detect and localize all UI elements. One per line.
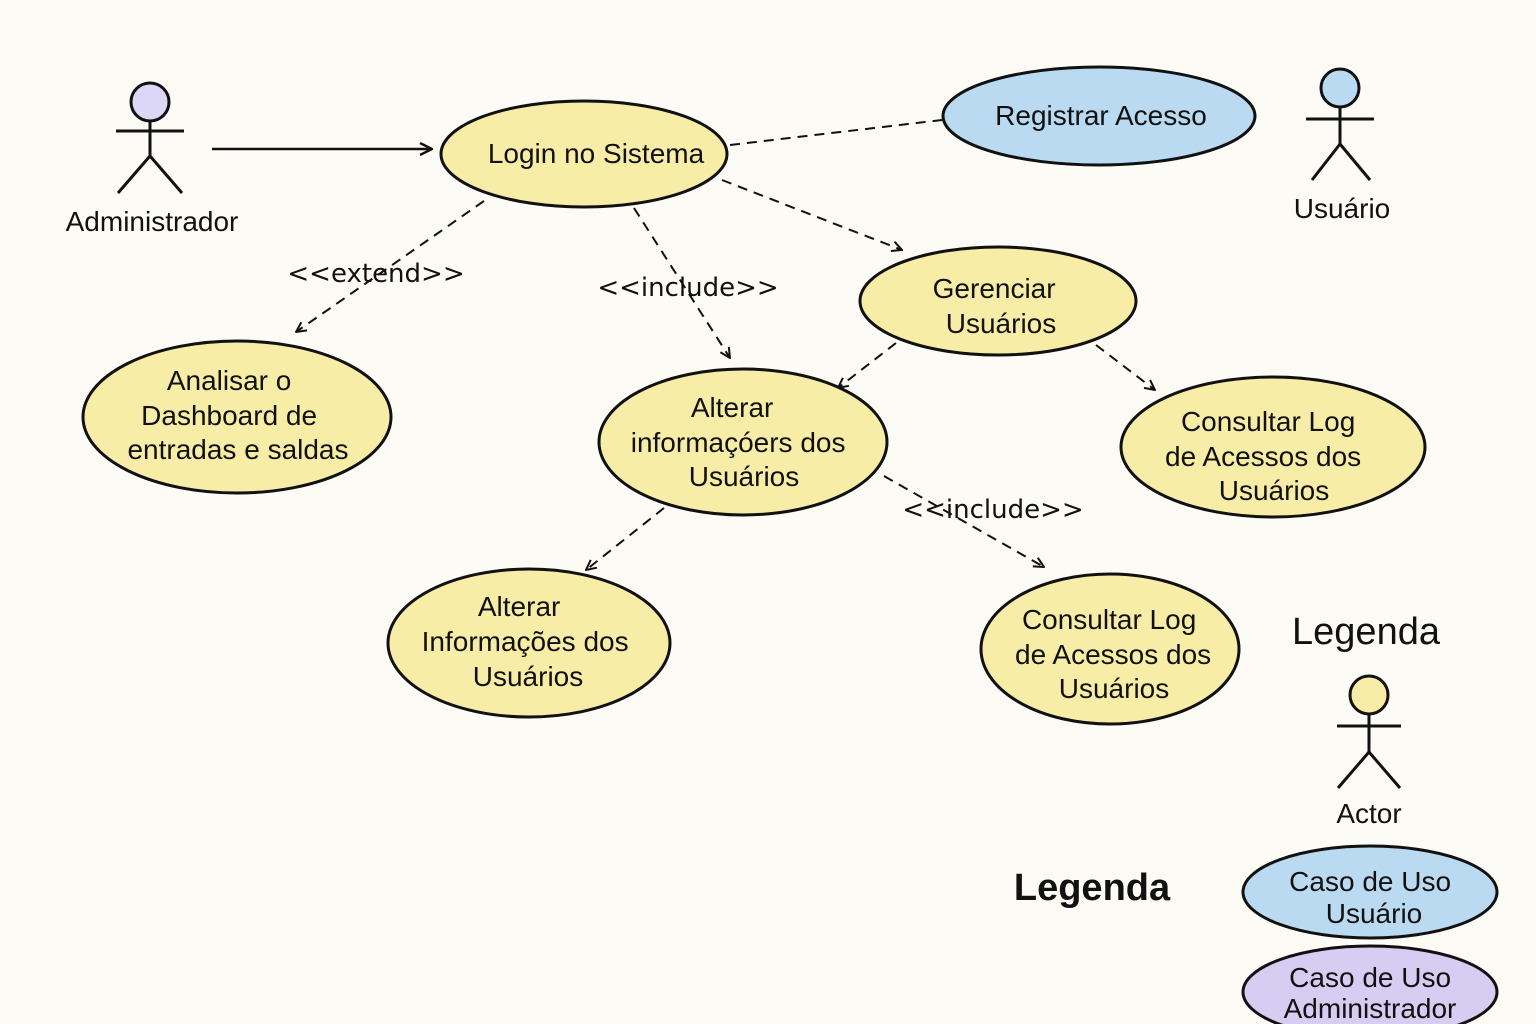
use-case-label-line: Alterar: [691, 392, 773, 423]
use-case-label-line: de Acessos dos: [1015, 639, 1211, 670]
legend-admin-use-case: Caso de Uso Administrador: [1241, 944, 1499, 1024]
actor-head-icon: [1319, 67, 1361, 109]
actor-head-icon: [129, 81, 171, 123]
legend-title-bold: Legenda: [1014, 867, 1171, 909]
svg-text:Caso de Uso Administra: Caso de Uso Administrador: [1284, 962, 1459, 1024]
svg-text:Consultar Log de Acessos: Consultar Log de Acessos dos Usuários: [1165, 406, 1369, 506]
extend-login-analisar: [296, 200, 485, 332]
actor-label: Administrador: [66, 206, 239, 237]
svg-text:Consultar Log de Acessos: Consultar Log de Acessos dos Usuários: [1015, 604, 1219, 704]
legend-title: Legenda: [1292, 611, 1441, 653]
legend-actor-label: Actor: [1336, 798, 1401, 829]
svg-text:Caso de Uso Usuário: Caso de Uso Usuário: [1289, 866, 1459, 929]
use-case-label-line: Informações dos: [422, 626, 629, 657]
use-case-gerenciar-usuarios[interactable]: Gerenciar Usuários: [858, 245, 1138, 357]
stick-figure-icon: [116, 121, 184, 194]
use-case-label-line: Consultar Log: [1022, 604, 1196, 635]
extend-stereotype: <<extend>>: [287, 259, 464, 289]
stick-figure-icon: [1336, 714, 1402, 789]
use-case-alterar-informacoes-lower[interactable]: Alterar Informações dos Usuários: [386, 567, 672, 719]
include-stereotype-2: <<include>>: [902, 495, 1083, 525]
association-login-registrar: [729, 119, 943, 146]
svg-text:Registrar Acesso: Registrar Acesso: [995, 100, 1207, 131]
connectors: [212, 119, 1155, 570]
use-case-registrar-acesso[interactable]: Registrar Acesso: [941, 65, 1257, 167]
use-case-label-line: Analisar o: [167, 365, 292, 396]
actor-label: Usuário: [1294, 193, 1390, 224]
actor-administrador[interactable]: Administrador: [66, 81, 239, 237]
use-case-label-line: Gerenciar: [933, 273, 1056, 304]
actor-head-icon: [1348, 674, 1390, 716]
legend-user-use-case: Caso de Uso Usuário: [1241, 844, 1499, 940]
use-case-label: Login no Sistema: [488, 138, 705, 169]
svg-text:Alterar informaçóers dos: Alterar informaçóers dos Usuários: [631, 392, 854, 492]
dependency-gerenciar-consultar: [1095, 344, 1155, 390]
include-alterar-consultar-lower: [883, 475, 1044, 567]
use-case-label: Registrar Acesso: [995, 100, 1207, 131]
use-case-label-line: informaçóers dos: [631, 427, 846, 458]
use-case-label-line: Dashboard de: [141, 400, 317, 431]
include-stereotype-1: <<include>>: [597, 273, 778, 303]
use-case-consultar-log-lower[interactable]: Consultar Log de Acessos dos Usuários: [979, 572, 1241, 726]
dependency-login-gerenciar: [721, 179, 902, 250]
legend-label-line: Caso de Uso: [1289, 962, 1451, 993]
svg-text:Alterar Informações dos: Alterar Informações dos Usuários: [422, 591, 637, 692]
stick-figure-icon: [1306, 107, 1374, 181]
dependency-gerenciar-alterar: [838, 342, 897, 388]
use-case-label-line: Usuários: [946, 308, 1056, 339]
actor-usuario[interactable]: Usuário: [1294, 67, 1390, 224]
dependency-alterar-alterar-lower: [586, 507, 665, 570]
use-case-label-line: Consultar Log: [1181, 406, 1355, 437]
use-case-label-line: Usuários: [473, 661, 583, 692]
svg-text:Analisar o Dashboard de: Analisar o Dashboard de entradas e salda…: [127, 365, 348, 465]
use-case-label-line: Usuários: [1219, 475, 1329, 506]
include-login-alterar: [633, 207, 730, 358]
svg-text:Login no Sistema: Login no Sistema: [488, 138, 705, 169]
use-case-label-line: Usuários: [1059, 673, 1169, 704]
use-case-alterar-informacoes[interactable]: Alterar informaçóers dos Usuários: [597, 367, 889, 517]
legend-label-line: Usuário: [1326, 898, 1422, 929]
use-case-analisar-dashboard[interactable]: Analisar o Dashboard de entradas e salda…: [81, 339, 393, 495]
use-case-login[interactable]: Login no Sistema: [439, 99, 729, 209]
legend-label-line: Caso de Uso: [1289, 866, 1451, 897]
use-case-label-line: de Acessos dos: [1165, 441, 1361, 472]
use-case-label-line: entradas e saldas: [127, 434, 348, 465]
svg-text:Gerenciar Usuários: Gerenciar Usuários: [933, 273, 1064, 339]
use-case-label-line: Usuários: [689, 461, 799, 492]
use-case-label-line: Alterar: [478, 591, 560, 622]
legend: Legenda Actor Legenda Caso de Uso Usuári…: [1014, 611, 1499, 1024]
legend-actor: Actor: [1336, 674, 1402, 829]
legend-label-line: Administrador: [1284, 993, 1457, 1024]
use-case-consultar-log[interactable]: Consultar Log de Acessos dos Usuários: [1119, 375, 1427, 519]
